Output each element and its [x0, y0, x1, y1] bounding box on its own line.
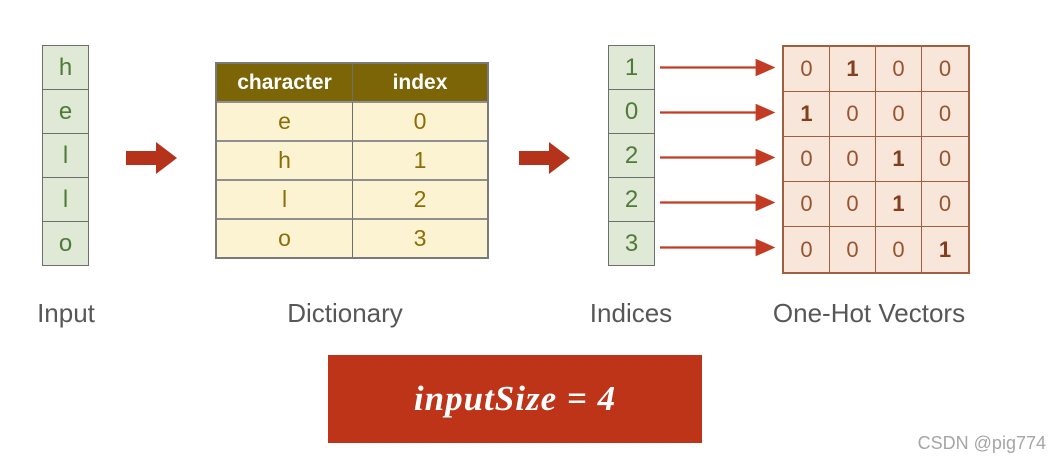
index-cell: 0 [608, 89, 655, 134]
onehot-cell: 0 [830, 137, 876, 182]
onehot-cell: 0 [922, 47, 968, 92]
onehot-cell: 0 [784, 47, 830, 92]
indices-caption: Indices [589, 297, 673, 328]
dictionary-cell: h [217, 140, 352, 179]
mapping-arrows [660, 58, 776, 257]
dictionary-header-character: character [217, 64, 352, 101]
input-cell: o [42, 221, 89, 266]
onehot-cell: 0 [922, 182, 968, 227]
input-cell: e [42, 89, 89, 134]
onehot-cell: 0 [922, 137, 968, 182]
input-cell: l [42, 177, 89, 222]
input-cell: h [42, 45, 89, 90]
onehot-cell: 1 [876, 137, 922, 182]
onehot-cell: 1 [784, 92, 830, 137]
onehot-cell: 0 [876, 47, 922, 92]
onehot-cell: 1 [830, 47, 876, 92]
dictionary-cell: l [217, 179, 352, 218]
dictionary-cell: o [217, 218, 352, 257]
dictionary-caption: Dictionary [287, 297, 403, 328]
watermark: CSDN @pig774 [917, 433, 1046, 453]
one-hot-caption: One-Hot Vectors [772, 297, 966, 328]
dictionary-cell: 2 [352, 179, 487, 218]
dictionary-cell: e [217, 101, 352, 140]
dictionary-table: character index e 0 h 1 l 2 o 3 [215, 62, 489, 259]
dictionary-cell: 3 [352, 218, 487, 257]
onehot-cell: 0 [876, 92, 922, 137]
index-cell: 1 [608, 45, 655, 90]
onehot-cell: 0 [830, 92, 876, 137]
index-cell: 2 [608, 177, 655, 222]
index-cell: 3 [608, 221, 655, 266]
onehot-cell: 0 [830, 227, 876, 272]
input-column: h e l l o [42, 45, 89, 266]
input-caption: Input [37, 297, 95, 328]
flow-arrow-right-icon [126, 142, 177, 174]
one-hot-grid: 0 1 0 0 1 0 0 0 0 0 1 0 0 0 1 0 0 0 0 1 [782, 45, 970, 274]
onehot-cell: 0 [876, 227, 922, 272]
indices-column: 1 0 2 2 3 [608, 45, 655, 266]
onehot-cell: 1 [876, 182, 922, 227]
input-size-formula-box: inputSize = 4 [328, 355, 702, 443]
dictionary-header-index: index [352, 64, 487, 101]
onehot-cell: 0 [830, 182, 876, 227]
dictionary-cell: 1 [352, 140, 487, 179]
input-cell: l [42, 133, 89, 178]
index-cell: 2 [608, 133, 655, 178]
onehot-cell: 0 [784, 137, 830, 182]
onehot-cell: 0 [784, 227, 830, 272]
dictionary-cell: 0 [352, 101, 487, 140]
flow-arrow-right-icon [519, 142, 570, 174]
onehot-cell: 1 [938, 236, 952, 262]
input-size-formula: inputSize = 4 [413, 379, 617, 418]
onehot-cell: 0 [922, 92, 968, 137]
onehot-cell: 0 [784, 182, 830, 227]
